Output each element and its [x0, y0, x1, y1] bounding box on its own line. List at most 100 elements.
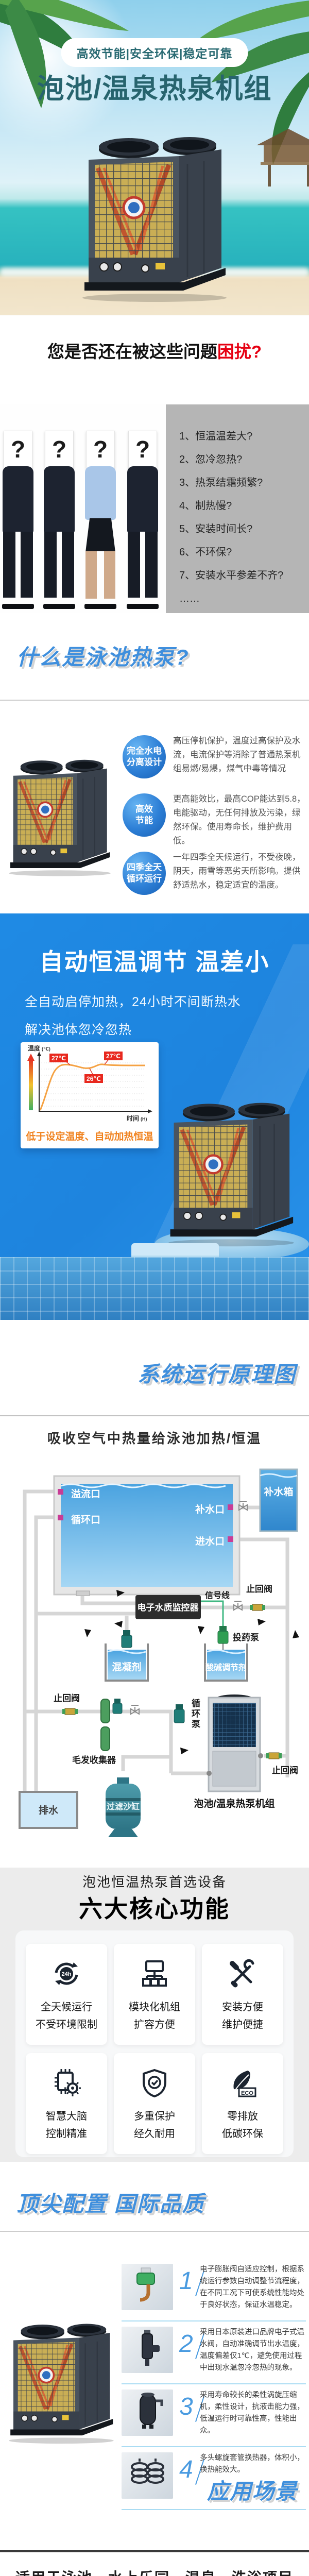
core-card: 24h 全天候运行不受环境限制 — [26, 1944, 107, 2045]
feature-badge: 四季全天循环运行 — [123, 852, 166, 895]
subtitle: 全自动启停加热，24小时不间断热水 — [25, 995, 241, 1009]
chart-caption: 低于设定温度、自动加热恒温 — [26, 1131, 153, 1142]
feature-badge: 完全水电分离设计 — [123, 735, 166, 778]
temperature-chart: 温度(℃) 27℃ 26℃ 27℃ 时间(H) — [27, 1044, 152, 1122]
eco-leaf-icon: ECO — [233, 2071, 256, 2097]
person-figure: ? — [83, 417, 117, 609]
heat-pump-product-image — [77, 128, 232, 303]
problem-item: …… — [179, 593, 200, 604]
svg-text:信号线: 信号线 — [205, 1590, 230, 1600]
core-subtitle: 泡池恒温热泵首选设备 — [82, 1874, 227, 1890]
principle-subtitle: 吸收空气中热量给泳池加热/恒温 — [47, 1431, 262, 1446]
svg-text:环: 环 — [192, 1709, 200, 1719]
svg-text:循环口: 循环口 — [71, 1514, 100, 1526]
config-section: 顶尖配置 国际品质 1 电子膨胀阀自适应控制，根据系统运行参数自动调整节流程度，… — [0, 2162, 309, 2550]
config-item: 3 采用寿命较长的柔性涡旋压缩机，柔性设计，抗液击能力强，低温运行时可靠性高，性… — [122, 2388, 306, 2440]
feature-text: 高压停机保护，温度过高保护及水流，电流保护等消除了普通热泵机组易燃/易爆，煤气中… — [173, 736, 301, 773]
tools-icon — [230, 1959, 254, 1988]
chip-gear-icon — [55, 2069, 81, 2096]
pool-tiles — [0, 1257, 309, 1320]
core-card: 智慧大脑控制精准 — [26, 2053, 107, 2154]
core-card: 安装方便维护便捷 — [202, 1944, 283, 2045]
temperature-chart-card: 温度(℃) 27℃ 26℃ 27℃ 时间(H) 低于设定温度、自动加热恒温 — [21, 1042, 159, 1148]
svg-text:毛发收集器: 毛发收集器 — [72, 1755, 116, 1765]
svg-text:补水口: 补水口 — [195, 1503, 225, 1515]
core-card: 模块化机组扩容方便 — [114, 1944, 195, 2045]
feature-row: 四季全天循环运行 一年四季全天候运行，不受夜晚，阴天，雨雪等恶劣天所影响。提供舒… — [123, 851, 306, 904]
feature-row: 高效节能 更高能效比，最高COP能达到5.8，电能驱动，无任何排放及污染，绿然环… — [123, 792, 306, 846]
section-title: 什么是泳池热泵? — [16, 645, 190, 669]
core-title: 六大核心功能 — [79, 1895, 230, 1922]
problems-heading: 您是否还在被这些问题困扰? — [0, 338, 309, 363]
expansion-valve-photo — [122, 2264, 173, 2310]
hero-badge: 高效节能|安全环保|稳定可靠 — [61, 38, 248, 67]
problem-item: 2、忽冷忽热? — [179, 454, 243, 465]
feature-row: 完全水电分离设计 高压停机保护，温度过高保护及水流，电流保护等消除了普通热泵机组… — [123, 734, 306, 788]
heat-pump-product-image — [5, 2316, 117, 2445]
system-diagram: 溢流口 循环口 补水口 进水口 补水箱 电子水质监控器 信号线 — [0, 1468, 309, 1868]
divider — [0, 2231, 309, 2232]
svg-text:酸碱调节剂: 酸碱调节剂 — [205, 1663, 247, 1672]
svg-text:止回阀: 止回阀 — [54, 1693, 80, 1703]
water-valve-photo — [122, 2327, 173, 2373]
problem-item: 5、安装时间长? — [179, 523, 253, 535]
svg-text:时间(H): 时间(H) — [127, 1114, 147, 1122]
feature-text: 一年四季全天候运行，不受夜晚，阴天，雨雪等恶劣天所影响。提供舒适热水，稳定适宜的… — [173, 853, 301, 890]
svg-text:补水箱: 补水箱 — [264, 1486, 293, 1498]
problems-section: 您是否还在被这些问题困扰? ? ? ? ? 1、恒温温差大? 2、忽冷忽热? 3… — [0, 315, 309, 613]
person-figure: ? — [1, 417, 35, 609]
feature-badge: 高效节能 — [123, 793, 166, 837]
problem-item: 3、热泵结霜频繁? — [179, 477, 263, 488]
svg-text:27℃: 27℃ — [106, 1053, 121, 1060]
config-item: 4 多头螺旋套管换热器，体积小，换热能效大。 — [122, 2451, 306, 2503]
divider — [0, 700, 309, 701]
stilt-hut — [256, 129, 309, 187]
principle-section: 系统运行原理图 吸收空气中热量给泳池加热/恒温 — [0, 1320, 309, 1468]
section-title: 顶尖配置 国际品质 — [16, 2192, 205, 2216]
problem-item: 7、安装水平参差不齐? — [179, 570, 284, 581]
heat-pump-product-image — [164, 1095, 299, 1247]
core-panel: 24h 全天候运行不受环境限制 模块化机组扩容方便 — [15, 1930, 294, 2157]
what-is-section: 什么是泳池热泵? 完全水电分离设计 高压停机保护，温度过高保护及水流，电流保护等… — [0, 613, 309, 913]
person-figure: ? — [126, 417, 160, 609]
svg-text:泡池/温泉热泵机组: 泡池/温泉热泵机组 — [194, 1798, 274, 1809]
svg-text:排水: 排水 — [39, 1804, 59, 1816]
people-photo: ? ? ? ? — [0, 404, 166, 613]
problems-list: 1、恒温温差大? 2、忽冷忽热? 3、热泵结霜频繁? 4、制热慢? 5、安装时间… — [166, 404, 309, 613]
core-card: 多重保护经久耐用 — [114, 2053, 195, 2154]
heat-exchanger-photo — [122, 2452, 173, 2499]
feature-text: 更高能效比，最高COP能达到5.8，电能驱动，无任何排放及污染，绿然环保。使用寿… — [173, 794, 305, 845]
core-functions-section: 泡池恒温热泵首选设备 六大核心功能 24h 全天候运行不受环境限制 — [0, 1868, 309, 2162]
hero-banner: 高效节能|安全环保|稳定可靠 泡池/温泉热泉机组 — [0, 0, 309, 315]
problem-item: 4、制热慢? — [179, 500, 232, 512]
section-title: 系统运行原理图 — [137, 1362, 296, 1386]
problem-item: 1、恒温温差大? — [179, 431, 253, 442]
scenes-heading: 适用于泳池、水上乐园、温泉、洗浴项目 — [0, 2567, 309, 2576]
svg-text:26℃: 26℃ — [87, 1075, 101, 1082]
svg-text:温度(℃): 温度(℃) — [28, 1044, 50, 1052]
divider — [0, 2550, 309, 2552]
svg-text:混凝剂: 混凝剂 — [112, 1661, 141, 1673]
svg-text:电子水质监控器: 电子水质监控器 — [138, 1602, 199, 1613]
scenes-section: 适用于泳池、水上乐园、温泉、洗浴项目 恒温泳池 酒店宾馆 度假村 别墅泳池 桑拿… — [0, 2550, 309, 2576]
svg-text:进水口: 进水口 — [195, 1536, 225, 1547]
section-title: 自动恒温调节 温差小 — [39, 948, 270, 975]
subtitle: 解决池体忽冷忽热 — [25, 1023, 132, 1037]
svg-text:24h: 24h — [62, 1971, 72, 1977]
svg-text:27℃: 27℃ — [52, 1055, 66, 1062]
problems-heading-black: 您是否还在被这些问题 — [47, 342, 217, 361]
core-card: ECO 零排放低碳环保 — [202, 2053, 283, 2154]
auto-temp-section: 自动恒温调节 温差小 全自动启停加热，24小时不间断热水 解决池体忽冷忽热 温度… — [0, 913, 309, 1320]
24h-cycle-icon: 24h — [55, 1962, 78, 1985]
modular-icon — [142, 1960, 167, 1987]
page-title: 泡池/温泉热泉机组 — [37, 74, 272, 104]
svg-text:过滤沙缸: 过滤沙缸 — [107, 1802, 140, 1811]
svg-text:循: 循 — [192, 1698, 200, 1708]
person-figure: ? — [42, 417, 76, 609]
section-title: 应用场景 — [207, 2479, 298, 2503]
problem-item: 6、不环保? — [179, 547, 232, 558]
svg-text:投药泵: 投药泵 — [233, 1632, 259, 1642]
svg-text:止回阀: 止回阀 — [246, 1584, 272, 1594]
svg-text:溢流口: 溢流口 — [71, 1488, 100, 1500]
problems-heading-red: 困扰? — [217, 342, 262, 361]
